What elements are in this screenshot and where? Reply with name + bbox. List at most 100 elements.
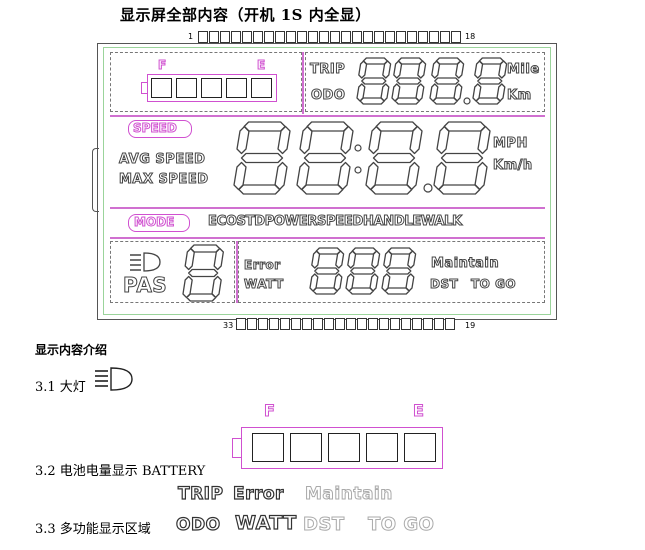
item-battery: 3.2 电池电量显示 BATTERY xyxy=(35,464,206,479)
segment xyxy=(182,275,193,299)
decimal-point xyxy=(354,166,362,174)
connector-pin xyxy=(390,318,400,330)
mph-label: MPH xyxy=(493,136,528,152)
segment xyxy=(340,125,354,155)
battery-outline xyxy=(147,74,277,102)
connector-pin xyxy=(429,31,439,43)
segment xyxy=(443,121,486,132)
segment xyxy=(306,121,349,132)
connector-pin xyxy=(319,31,329,43)
segment xyxy=(372,152,416,164)
segment xyxy=(369,273,379,292)
dst-label: DST xyxy=(303,514,345,536)
connector-pin xyxy=(330,31,340,43)
connector-pin xyxy=(451,31,461,43)
top-pin-row xyxy=(198,31,461,43)
item-multifunction: 3.3 多功能显示区域 xyxy=(35,522,151,537)
segment xyxy=(415,83,425,102)
mode-list: ECOSTDPOWERSPEEDHANDLEWALK xyxy=(208,214,463,230)
connector-pin xyxy=(297,31,307,43)
connector-pin xyxy=(368,318,378,330)
segment xyxy=(337,161,351,191)
battery-cell xyxy=(290,433,322,462)
battery-zone xyxy=(110,52,302,112)
segment xyxy=(432,97,458,105)
segment xyxy=(383,250,393,269)
pas-label: PAS xyxy=(122,273,168,298)
dst-label: DST xyxy=(429,277,459,292)
segment xyxy=(303,152,347,164)
segment xyxy=(358,60,368,79)
connector-pin xyxy=(253,31,263,43)
battery-terminal xyxy=(141,82,148,94)
battery-cell xyxy=(404,433,436,462)
segment xyxy=(453,83,463,102)
connector-pin xyxy=(275,31,285,43)
mode-badge-label: MODE xyxy=(133,215,175,230)
connector-pin xyxy=(357,318,367,330)
battery-cell xyxy=(328,433,360,462)
connector-pin xyxy=(286,31,296,43)
mile-label: Mile xyxy=(507,62,540,78)
segment xyxy=(243,121,286,132)
watt-label: WATT xyxy=(234,511,297,534)
maintain-label: Maintain xyxy=(305,484,393,505)
pas-zone xyxy=(110,241,235,303)
connector-pin xyxy=(291,318,301,330)
lcd-side-tab xyxy=(92,148,99,212)
segment xyxy=(409,125,423,155)
segment xyxy=(381,273,391,292)
segment xyxy=(314,267,340,275)
pin-label-19: 19 xyxy=(465,321,476,330)
info-zone xyxy=(238,241,545,303)
segment xyxy=(356,83,366,102)
segment xyxy=(365,161,379,191)
segment xyxy=(213,247,224,271)
connector-pin xyxy=(412,318,422,330)
connector-pin xyxy=(264,31,274,43)
connector-pin xyxy=(363,31,373,43)
segment xyxy=(393,60,403,79)
segment xyxy=(309,273,319,292)
segment xyxy=(188,268,219,278)
segment xyxy=(386,267,412,275)
segment xyxy=(394,97,420,105)
segment xyxy=(431,60,441,79)
maintain-label: Maintain xyxy=(430,256,500,272)
speed-badge xyxy=(128,120,192,138)
bottom-pin-row xyxy=(236,318,455,330)
segment xyxy=(347,250,357,269)
connector-pin xyxy=(231,31,241,43)
segment xyxy=(434,77,460,85)
segment xyxy=(335,250,345,269)
connector-pin xyxy=(374,31,384,43)
battery-full-label: F xyxy=(157,58,167,73)
segment xyxy=(240,152,284,164)
segment xyxy=(477,77,503,85)
segment xyxy=(397,57,424,65)
divider-line xyxy=(110,237,545,239)
watt-label: WATT xyxy=(244,277,284,292)
connector-pin xyxy=(346,318,356,330)
connector-pin xyxy=(401,318,411,330)
speed-badge-label: SPEED xyxy=(133,121,178,136)
battery-cell xyxy=(366,433,398,462)
mode-badge xyxy=(128,214,190,232)
segment xyxy=(433,161,447,191)
to-go-label: TO GO xyxy=(367,514,435,536)
page-title: 显示屏全部内容（开机 1S 内全显） xyxy=(120,6,371,24)
connector-pin xyxy=(242,31,252,43)
segment xyxy=(496,83,506,102)
connector-pin xyxy=(236,318,246,330)
segment xyxy=(301,184,344,195)
battery-cell xyxy=(251,78,272,98)
connector-pin xyxy=(198,31,208,43)
segment xyxy=(405,273,415,292)
segment xyxy=(406,161,420,191)
segment xyxy=(474,60,484,79)
segment xyxy=(350,267,376,275)
battery-terminal xyxy=(232,438,242,458)
decimal-point xyxy=(354,144,362,152)
segment xyxy=(417,60,427,79)
